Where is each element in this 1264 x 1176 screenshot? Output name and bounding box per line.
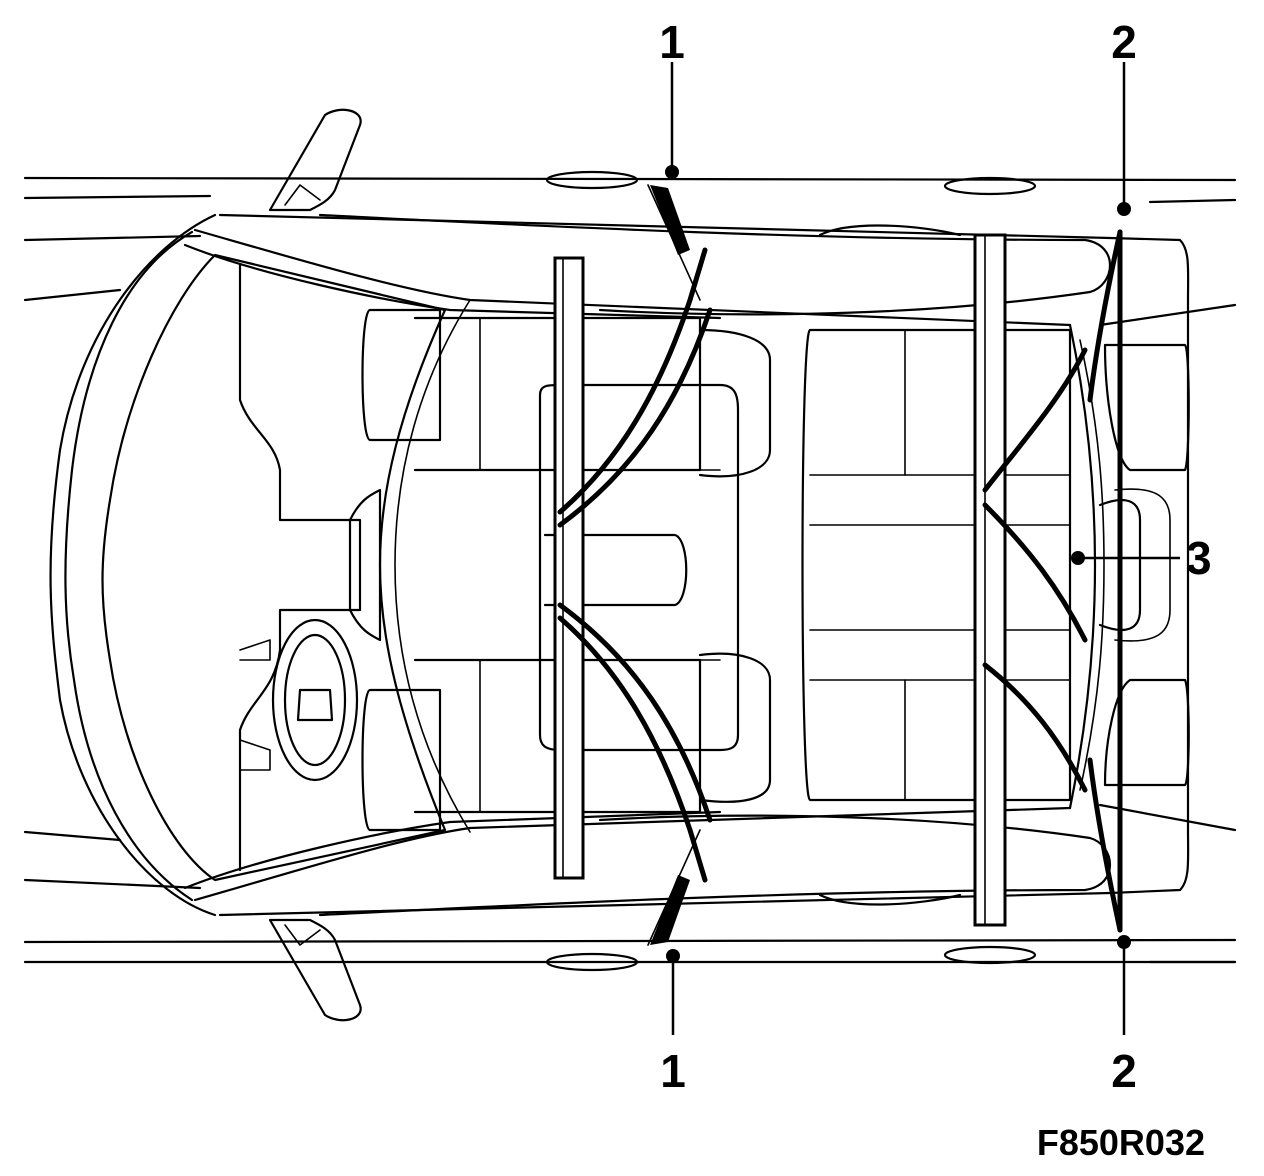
interior	[238, 224, 1190, 906]
figure-code: F850R032	[1037, 1122, 1205, 1163]
callout-label-top-2: 2	[1111, 16, 1137, 68]
callout-label-bottom-2: 2	[1111, 1045, 1137, 1097]
curtain-airbag-front	[557, 184, 713, 946]
callout-dot-top-1	[665, 165, 679, 179]
callout-label-side-3: 3	[1186, 532, 1212, 584]
side-mirrors	[268, 108, 362, 1022]
door-handles	[545, 170, 1037, 972]
callouts: 1 2 3 1 2	[659, 16, 1211, 1097]
callout-dot-bottom-1	[666, 949, 680, 963]
car-body	[49, 213, 1190, 917]
perspective-lines	[23, 176, 1237, 964]
callout-dot-side-3	[1071, 551, 1085, 565]
callout-dot-bottom-2	[1117, 935, 1131, 949]
pillar-bars	[553, 233, 1007, 927]
callout-dot-top-2	[1117, 202, 1131, 216]
curtain-airbag-rear	[982, 229, 1123, 933]
callout-label-top-1: 1	[659, 16, 685, 68]
callout-label-bottom-1: 1	[660, 1045, 686, 1097]
